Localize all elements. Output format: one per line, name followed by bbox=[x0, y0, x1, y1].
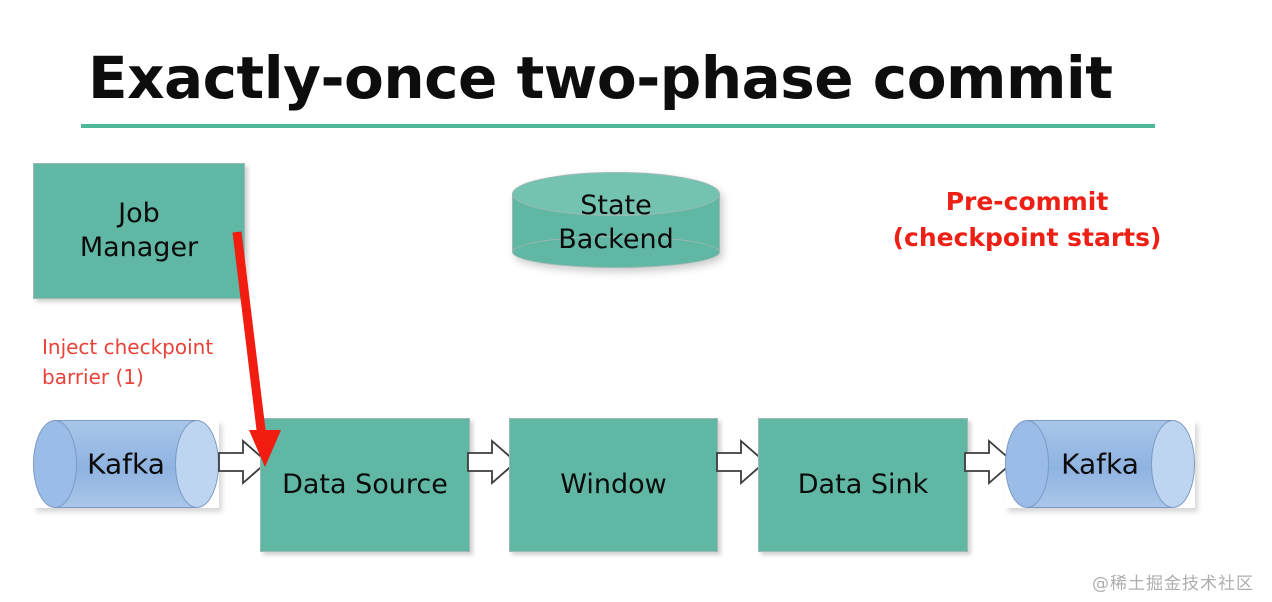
state-backend-top-cap bbox=[512, 172, 720, 216]
flow-arrow-2-icon bbox=[467, 439, 518, 485]
kafka-source-right-cap bbox=[175, 420, 219, 508]
kafka-sink-right-cap bbox=[1151, 420, 1195, 508]
node-state-backend-label: State Backend bbox=[512, 189, 720, 257]
watermark: @稀土掘金技术社区 bbox=[1092, 574, 1254, 594]
state-backend-bottom-cap bbox=[512, 236, 720, 268]
page-title: Exactly-once two-phase commit bbox=[88, 44, 1113, 112]
state-backend-line1: State bbox=[580, 189, 652, 221]
job-manager-line1: Job bbox=[118, 198, 160, 230]
node-kafka-sink[interactable]: Kafka bbox=[1005, 420, 1195, 508]
node-data-sink[interactable]: Data Sink bbox=[758, 418, 968, 552]
node-window-label: Window bbox=[560, 469, 667, 501]
node-job-manager-label: Job Manager bbox=[80, 197, 198, 265]
node-data-source[interactable]: Data Source bbox=[260, 418, 470, 552]
title-divider bbox=[81, 124, 1155, 128]
node-kafka-source-label: Kafka bbox=[87, 447, 165, 481]
node-kafka-source[interactable]: Kafka bbox=[33, 420, 219, 508]
kafka-source-left-cap bbox=[33, 420, 77, 508]
node-kafka-sink-label: Kafka bbox=[1061, 447, 1139, 481]
precommit-line2: (checkpoint starts) bbox=[892, 223, 1162, 253]
node-data-sink-label: Data Sink bbox=[797, 469, 929, 501]
node-job-manager[interactable]: Job Manager bbox=[33, 163, 245, 299]
state-backend-line2: Backend bbox=[558, 223, 674, 255]
node-data-source-label: Data Source bbox=[282, 469, 448, 501]
precommit-line1: Pre-commit bbox=[945, 187, 1109, 216]
kafka-sink-body bbox=[1027, 420, 1173, 508]
flow-arrow-4-icon bbox=[964, 439, 1015, 485]
kafka-source-body bbox=[55, 420, 197, 508]
annotation-precommit: Pre-commit (checkpoint starts) bbox=[862, 184, 1192, 257]
kafka-sink-left-cap bbox=[1005, 420, 1049, 508]
node-window[interactable]: Window bbox=[509, 418, 718, 552]
node-state-backend[interactable]: State Backend bbox=[512, 172, 720, 268]
flow-arrow-3-icon bbox=[716, 439, 767, 485]
annotation-inject-barrier: Inject checkpoint barrier (1) bbox=[42, 335, 214, 389]
job-manager-line2: Manager bbox=[79, 232, 199, 263]
